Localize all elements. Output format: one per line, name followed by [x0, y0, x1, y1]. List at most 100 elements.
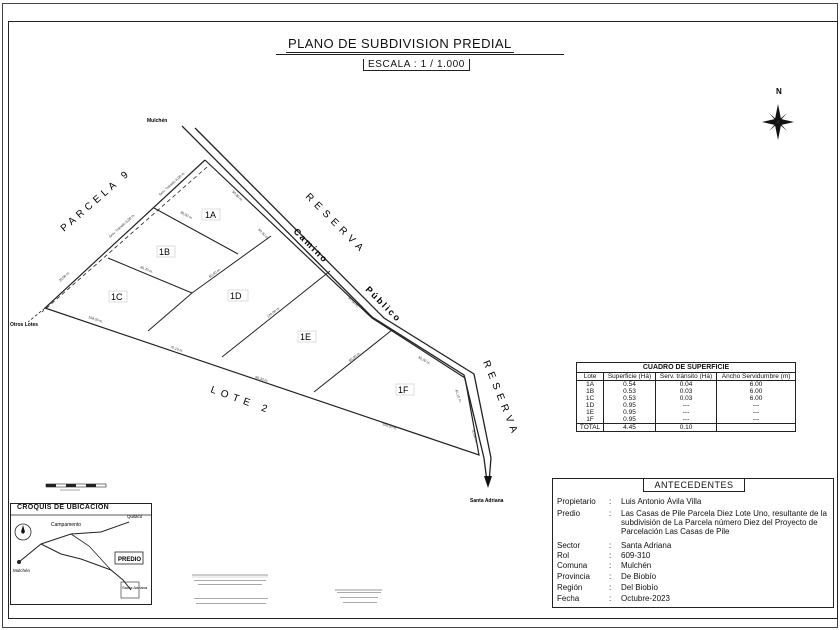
table-total-row: TOTAL 4.45 0.10: [577, 423, 795, 431]
croquis-mulchen: Mulchén: [13, 568, 31, 573]
ant-row-sector: Sector : Santa Adriana: [557, 541, 827, 550]
table-cell: ---: [654, 416, 717, 424]
table-cell: 0.53: [603, 388, 656, 395]
lot-1f-box: [395, 383, 415, 396]
label-santa-adriana: Santa Adriana: [470, 498, 504, 504]
svg-text:30,50 m.: 30,50 m.: [471, 429, 478, 443]
lot-1b-box: [156, 245, 176, 258]
table-cell: ---: [716, 409, 795, 416]
table-cell: 6.00: [716, 395, 795, 402]
table-cell: 0.04: [654, 380, 717, 388]
ant-key: Provincia: [557, 572, 590, 581]
label-reserva-right: RESERVA: [480, 359, 521, 439]
table-cell: 0.53: [603, 395, 656, 402]
svg-text:Serv. Tránsito 6,00 m.: Serv. Tránsito 6,00 m.: [158, 171, 186, 197]
lot-1d-box: [227, 289, 249, 302]
ant-row-provincia: Provincia : De Biobío: [557, 572, 827, 581]
svg-text:108,00 m.: 108,00 m.: [88, 315, 104, 324]
lot-1c-label: 1C: [111, 292, 123, 302]
label-mulchen: Mulchén: [147, 118, 167, 124]
ant-row-fecha: Fecha : Octubre-2023: [557, 594, 827, 603]
croquis-box: CROQUIS DE UBICACION Campamento Quilaco …: [10, 503, 152, 605]
table-cell: 0.03: [654, 395, 717, 402]
ant-colon: :: [609, 572, 612, 581]
lot-1a-label: 1A: [205, 210, 216, 220]
ant-row-predio: Predio : Las Casas de Pile Parcela Diez …: [557, 509, 827, 536]
table-cell: 0.95: [603, 416, 656, 424]
ant-colon: :: [609, 561, 612, 570]
ant-row-propietario: Propietario : Luis Antonio Ávila Villa: [557, 497, 827, 506]
label-otros-lotes: Otros Lotes: [10, 322, 38, 328]
ant-value: Del Biobío: [621, 583, 658, 592]
ant-key: Sector: [557, 541, 581, 550]
ant-row-rol: Rol : 609-310: [557, 551, 827, 560]
table-cell: 1B: [586, 388, 595, 395]
north-arrow-icon: [762, 104, 794, 140]
antecedentes-box: ANTECEDENTES Propietario : Luis Antonio …: [552, 478, 834, 608]
surface-table-caption: CUADRO DE SUPERFICIE: [577, 363, 795, 373]
title-rule: [276, 54, 564, 55]
ant-colon: :: [609, 583, 612, 592]
ant-key: Predio: [557, 509, 581, 518]
croquis-santa-adriana: Santa Adriana: [122, 585, 148, 590]
lot-boundary: [43, 159, 480, 456]
ant-row-comuna: Comuna : Mulchén: [557, 561, 827, 570]
svg-text:Serv. Tránsito 6,00 m.: Serv. Tránsito 6,00 m.: [108, 213, 136, 239]
svg-text:60,40 m.: 60,40 m.: [208, 267, 221, 278]
col-ancho: Ancho Servidumbre (m): [716, 373, 795, 381]
table-cell: 1E: [586, 409, 595, 416]
road-outline: [181, 125, 492, 483]
svg-text:20,00 m.: 20,00 m.: [58, 271, 71, 283]
svg-text:30,00 m.: 30,00 m.: [180, 210, 194, 220]
surface-table: CUADRO DE SUPERFICIE Lote Superficie (Há…: [576, 362, 796, 432]
ant-value: Luis Antonio Ávila Villa: [621, 497, 702, 506]
table-cell: TOTAL: [577, 423, 604, 431]
croquis-quilaco: Quilaco: [127, 514, 143, 519]
col-superficie: Superficie (Há): [603, 373, 656, 381]
table-cell: 0.95: [603, 402, 656, 409]
ant-value: Santa Adriana: [621, 541, 672, 550]
table-cell: [716, 423, 795, 431]
svg-text:40,10 m.: 40,10 m.: [454, 389, 462, 403]
croquis-compass-icon: [14, 523, 32, 541]
ant-value: 609-310: [621, 551, 651, 560]
ant-key: Región: [557, 583, 583, 592]
ant-value: Octubre-2023: [621, 594, 670, 603]
table-cell: 1C: [585, 395, 595, 402]
north-letter: N: [776, 87, 782, 96]
plan-scale: ESCALA : 1 / 1.000: [363, 59, 470, 71]
ant-colon: :: [609, 551, 612, 560]
ant-value: Las Casas de Pile Parcela Diez Lote Uno,…: [621, 509, 827, 536]
croquis-map: Campamento Quilaco Mulchén PREDIO Santa …: [11, 514, 151, 599]
table-cell: 0.54: [603, 380, 656, 388]
lot-1d-label: 1D: [230, 291, 242, 301]
ant-key: Propietario: [557, 497, 596, 506]
table-row: 1C 0.53 0.03 6.00: [577, 395, 795, 402]
table-row: 1B 0.53 0.03 6.00: [577, 388, 795, 395]
svg-text:75,10 m.: 75,10 m.: [170, 345, 184, 353]
table-cell: ---: [716, 416, 795, 424]
svg-text:90,30 m.: 90,30 m.: [255, 375, 269, 383]
svg-text:50,00 m.: 50,00 m.: [418, 355, 432, 365]
road-arrow-icon: [484, 476, 492, 488]
inner-frame: [8, 21, 838, 619]
ant-row-region: Región : Del Biobío: [557, 583, 827, 592]
table-cell: 1A: [586, 381, 595, 388]
col-serv-transito: Serv. tránsito (Há): [654, 373, 717, 381]
table-row: 1A 0.54 0.04 6.00: [577, 380, 795, 388]
table-cell: 6.00: [716, 380, 795, 388]
ant-key: Fecha: [557, 594, 580, 603]
lot-1f-label: 1F: [398, 385, 409, 395]
croquis-campamento: Campamento: [51, 522, 81, 528]
table-row: 1E 0.95 --- ---: [577, 409, 795, 416]
table-row: 1F 0.95 --- ---: [577, 416, 795, 424]
svg-text:50,80 m.: 50,80 m.: [231, 190, 243, 202]
table-cell: 1F: [586, 416, 594, 423]
label-camino: Camino: [292, 226, 331, 265]
lot-divisions: [107, 207, 393, 393]
lot-1b-label: 1B: [159, 247, 170, 257]
ant-colon: :: [609, 509, 612, 518]
ant-key: Rol: [557, 551, 570, 560]
table-cell: ---: [654, 402, 717, 409]
